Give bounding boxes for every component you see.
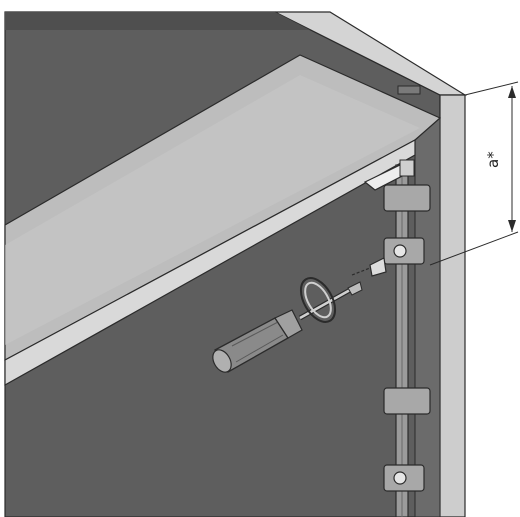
dimension-arrow-icon [429,81,519,266]
screw-icon [351,257,387,277]
shelf-front-edge [4,138,416,387]
mounting-rail-icon [383,164,431,517]
shelf-support-icon [363,159,415,191]
screwdriver-icon [212,277,363,373]
side-panel-icon [439,94,466,517]
dimension-label: a* [484,151,502,168]
